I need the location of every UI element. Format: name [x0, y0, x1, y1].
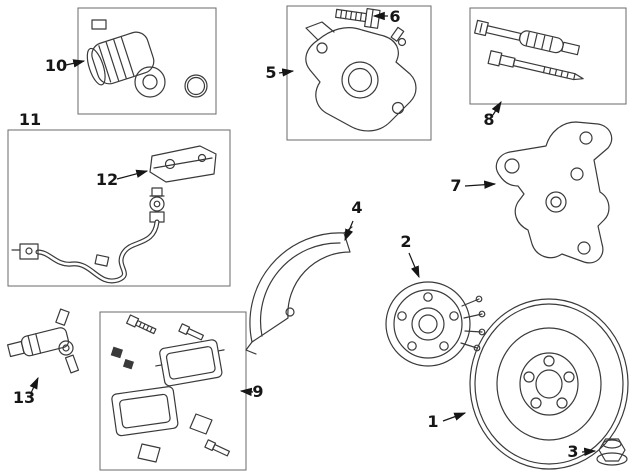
- callout-arrow-7: [464, 180, 497, 189]
- callout-arrow-12: [116, 169, 149, 180]
- part-9-brake-pad-kit-icon: [110, 314, 230, 463]
- part-3-hub-nut-icon: [596, 438, 628, 466]
- part-4-splash-shield-icon: [245, 226, 353, 355]
- callout-label-6[interactable]: 6: [389, 7, 400, 26]
- callout-label-8[interactable]: 8: [483, 110, 494, 129]
- part-8-guide-pin-kit-icon: [474, 19, 584, 81]
- part-6-caliper-bolt-icon: [335, 8, 381, 29]
- callout-label-4[interactable]: 4: [351, 198, 362, 217]
- callout-arrow-5: [278, 68, 295, 77]
- part-box-11-12: [7, 129, 231, 287]
- callout-arrow-4: [344, 220, 354, 242]
- callout-label-10[interactable]: 10: [45, 56, 67, 75]
- part-1-brake-rotor-icon: [469, 298, 629, 470]
- callout-label-5[interactable]: 5: [265, 63, 276, 82]
- part-12-hose-bracket-icon: [149, 145, 217, 183]
- callout-arrow-2: [408, 252, 420, 279]
- part-11-brake-hose-icon: [11, 187, 165, 284]
- part-box-8: [469, 7, 627, 105]
- callout-arrow-9: [239, 387, 254, 397]
- callout-arrow-1: [442, 412, 467, 422]
- callout-label-1[interactable]: 1: [427, 412, 438, 431]
- part-5-brake-caliper-icon: [305, 21, 417, 132]
- part-box-10: [77, 7, 217, 115]
- callout-label-11[interactable]: 11: [19, 110, 41, 129]
- callout-arrows: [29, 11, 597, 457]
- callout-label-9[interactable]: 9: [252, 382, 263, 401]
- callout-arrow-8: [491, 100, 502, 116]
- callout-label-3[interactable]: 3: [567, 442, 578, 461]
- callout-arrow-13: [29, 376, 39, 394]
- callout-arrow-3: [581, 447, 597, 457]
- part-2-hub-bearing-icon: [385, 281, 486, 367]
- callout-label-7[interactable]: 7: [450, 176, 461, 195]
- part-13-abs-sensor-icon: [7, 308, 80, 374]
- callout-label-13[interactable]: 13: [13, 388, 35, 407]
- callout-label-2[interactable]: 2: [400, 232, 411, 251]
- callout-label-12[interactable]: 12: [96, 170, 118, 189]
- callout-arrow-10: [65, 59, 86, 68]
- part-7-caliper-bracket-icon: [495, 121, 613, 264]
- callout-labels: 1 2 3 4 5 6 7 8 9 10 11 12 13: [13, 7, 579, 461]
- part-10-parking-brake-actuator-icon: [86, 19, 208, 98]
